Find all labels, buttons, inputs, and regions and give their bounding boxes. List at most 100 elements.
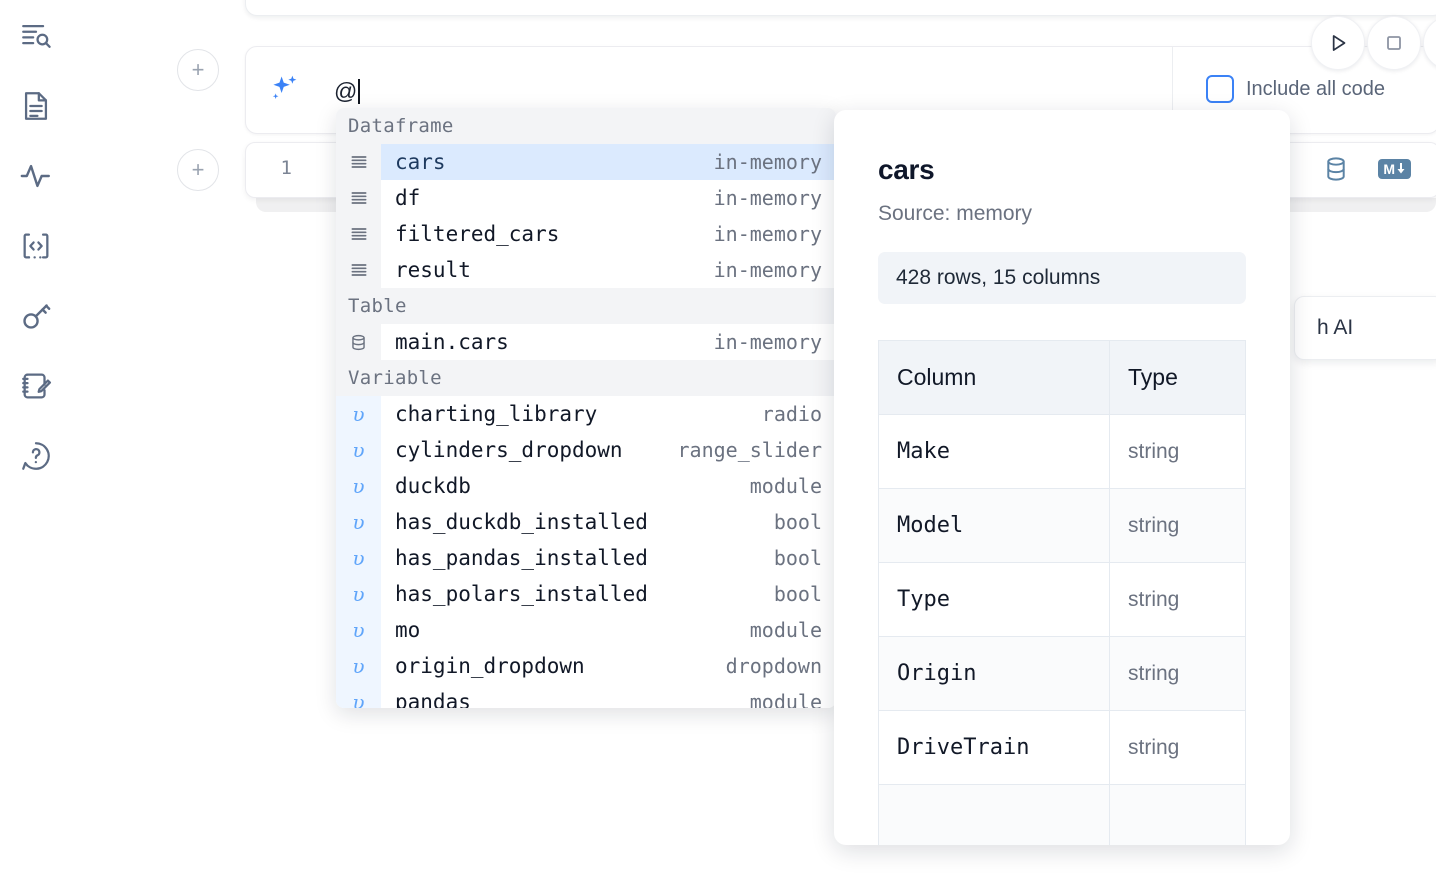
autocomplete-item[interactable]: filtered_carsin-memory (336, 216, 836, 252)
autocomplete-item-name: has_pandas_installed (381, 546, 774, 570)
autocomplete-item[interactable]: υduckdbmodule (336, 468, 836, 504)
schema-col-header: Column (879, 341, 1110, 415)
autocomplete-item[interactable]: υhas_duckdb_installedbool (336, 504, 836, 540)
autocomplete-item-name: filtered_cars (381, 222, 714, 246)
autocomplete-item[interactable]: υhas_pandas_installedbool (336, 540, 836, 576)
autocomplete-group-header: Variable (336, 360, 836, 396)
schema-column-type: string (1110, 489, 1246, 563)
add-cell-button-bottom[interactable]: + (177, 149, 219, 191)
sparkle-icon (268, 72, 302, 106)
ai-prompt-value: @ (334, 78, 357, 105)
activity-icon[interactable] (14, 154, 58, 198)
schema-column-name: Model (879, 489, 1110, 563)
schema-column-type (1110, 785, 1246, 846)
table-row: Typestring (879, 563, 1246, 637)
autocomplete-item-name: cars (381, 150, 714, 174)
plus-icon: + (192, 59, 205, 81)
autocomplete-item[interactable]: υhas_polars_installedbool (336, 576, 836, 612)
autocomplete-item[interactable]: main.carsin-memory (336, 324, 836, 360)
code-snippets-icon[interactable] (14, 224, 58, 268)
autocomplete-item-name: has_polars_installed (381, 582, 774, 606)
variable-icon: υ (336, 576, 381, 612)
text-caret (358, 79, 360, 104)
cell-toolbar: M (1322, 155, 1411, 183)
schema-column-type: string (1110, 415, 1246, 489)
autocomplete-item-name: result (381, 258, 714, 282)
autocomplete-item[interactable]: υorigin_dropdowndropdown (336, 648, 836, 684)
variable-icon: υ (336, 684, 381, 708)
autocomplete-item-name: has_duckdb_installed (381, 510, 774, 534)
autocomplete-item-name: mo (381, 618, 750, 642)
autocomplete-item-type: in-memory (714, 186, 836, 210)
variable-icon: υ (336, 540, 381, 576)
previous-cell-card (245, 0, 1436, 16)
include-all-code-row[interactable]: Include all code (1206, 75, 1385, 103)
autocomplete-item-name: charting_library (381, 402, 762, 426)
schema-column-name: Make (879, 415, 1110, 489)
dataset-source: Source: memory (878, 202, 1246, 226)
autocomplete-item-type: in-memory (714, 330, 836, 354)
markdown-icon[interactable]: M (1378, 159, 1411, 179)
key-icon[interactable] (14, 294, 58, 338)
autocomplete-group-header: Table (336, 288, 836, 324)
autocomplete-item-type: bool (774, 510, 836, 534)
variable-icon: υ (336, 432, 381, 468)
autocomplete-item-type: module (750, 474, 836, 498)
table-row: Modelstring (879, 489, 1246, 563)
run-button[interactable] (1311, 16, 1365, 70)
autocomplete-item-name: df (381, 186, 714, 210)
autocomplete-item[interactable]: υcharting_libraryradio (336, 396, 836, 432)
dataframe-icon (336, 144, 381, 180)
autocomplete-item[interactable]: υcylinders_dropdownrange_slider (336, 432, 836, 468)
dataset-title: cars (878, 154, 1246, 186)
autocomplete-item-name: cylinders_dropdown (381, 438, 678, 462)
autocomplete-item-type: bool (774, 582, 836, 606)
include-all-code-checkbox[interactable] (1206, 75, 1234, 103)
autocomplete-item-type: in-memory (714, 222, 836, 246)
schema-column-name: Origin (879, 637, 1110, 711)
autocomplete-item-type: in-memory (714, 150, 836, 174)
autocomplete-item-type: module (750, 690, 836, 708)
variable-icon: υ (336, 648, 381, 684)
schema-column-type: string (1110, 711, 1246, 785)
database-icon[interactable] (1322, 155, 1350, 183)
autocomplete-item-type: in-memory (714, 258, 836, 282)
line-number: 1 (266, 157, 292, 179)
schema-column-type: string (1110, 563, 1246, 637)
variable-icon: υ (336, 504, 381, 540)
table-row (879, 785, 1246, 846)
dataframe-icon (336, 252, 381, 288)
autocomplete-item-type: bool (774, 546, 836, 570)
variable-icon: υ (336, 396, 381, 432)
autocomplete-item[interactable]: dfin-memory (336, 180, 836, 216)
document-icon[interactable] (14, 84, 58, 128)
autocomplete-item[interactable]: resultin-memory (336, 252, 836, 288)
scratchpad-icon[interactable] (14, 364, 58, 408)
schema-column-name: Type (879, 563, 1110, 637)
schema-type-header: Type (1110, 341, 1246, 415)
stop-button[interactable] (1367, 16, 1421, 70)
variable-icon: υ (336, 468, 381, 504)
schema-table-body: MakestringModelstringTypestringOriginstr… (879, 415, 1246, 846)
autocomplete-group-header: Dataframe (336, 108, 836, 144)
schema-column-name: DriveTrain (879, 711, 1110, 785)
ai-prompt-input[interactable]: @ (334, 77, 1134, 105)
help-icon[interactable] (14, 434, 58, 478)
dataset-preview-panel: cars Source: memory 428 rows, 15 columns… (834, 110, 1290, 845)
autocomplete-item-type: dropdown (726, 654, 836, 678)
autocomplete-item[interactable]: υpandasmodule (336, 684, 836, 708)
autocomplete-item[interactable]: carsin-memory (336, 144, 836, 180)
dataframe-icon (336, 180, 381, 216)
table-icon (336, 324, 381, 360)
add-cell-button-top[interactable]: + (177, 49, 219, 91)
table-row: Makestring (879, 415, 1246, 489)
autocomplete-item-type: radio (762, 402, 836, 426)
schema-column-type: string (1110, 637, 1246, 711)
file-explorer-icon[interactable] (14, 14, 58, 58)
schema-table-header-row: Column Type (879, 341, 1246, 415)
generate-with-ai-button[interactable]: h AI (1294, 296, 1436, 360)
autocomplete-item[interactable]: υmomodule (336, 612, 836, 648)
table-row: DriveTrainstring (879, 711, 1246, 785)
autocomplete-item-type: range_slider (678, 438, 837, 462)
